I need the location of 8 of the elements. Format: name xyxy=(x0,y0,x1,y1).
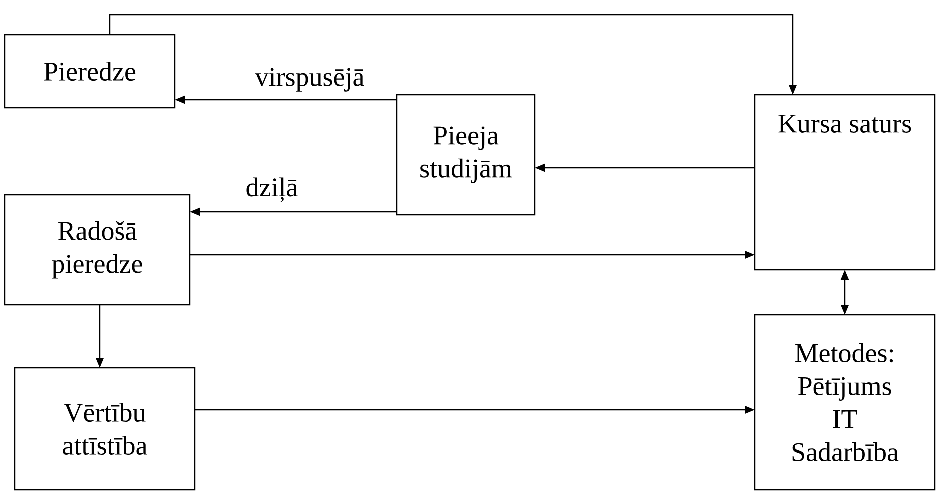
edge-label: virspusējā xyxy=(254,67,366,93)
text-box: Radošā pieredze xyxy=(4,194,191,306)
text-box: Metodes: Pētījums IT Sadarbība xyxy=(754,314,936,491)
text-box: Kursa saturs xyxy=(754,94,936,271)
edge-label: dziļā xyxy=(244,176,300,204)
text-box: Vērtību attīstība xyxy=(14,367,196,491)
text-box: Pieeja studijām xyxy=(396,94,536,216)
text-box: Pieredze xyxy=(4,34,176,109)
